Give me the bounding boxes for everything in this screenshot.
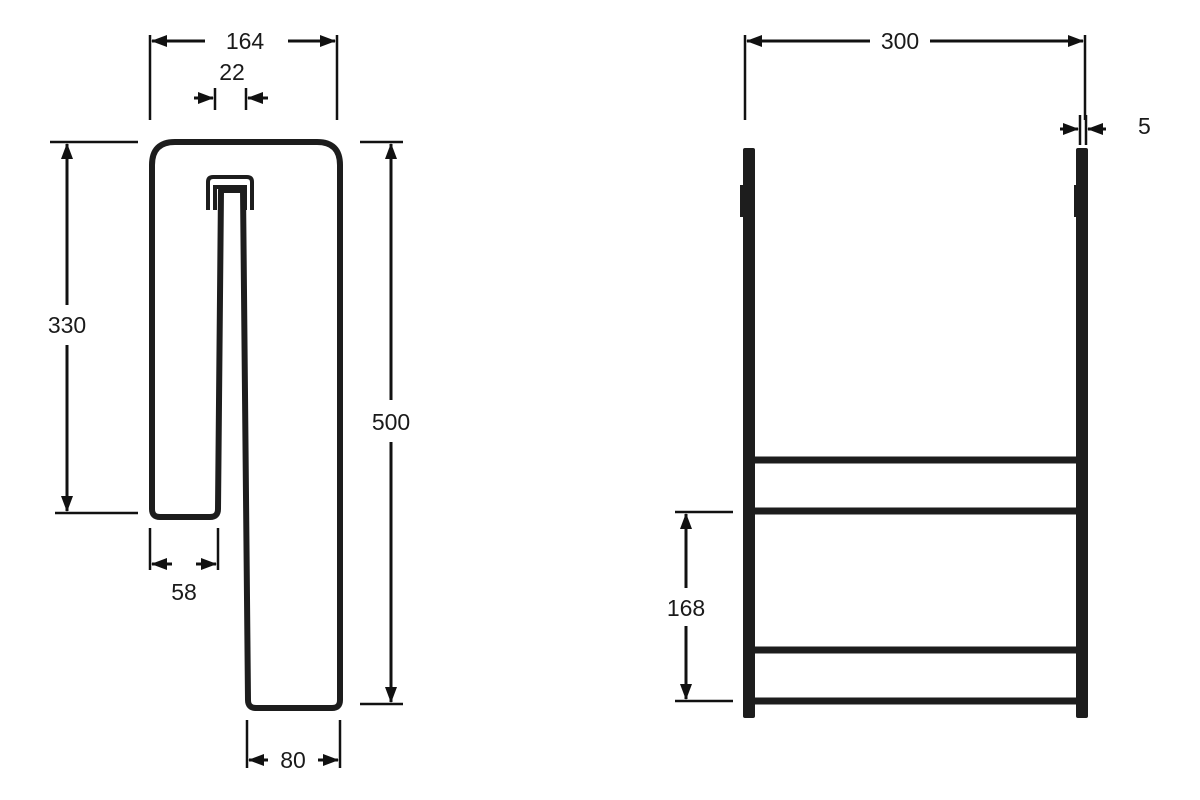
dimension-total-height: 500 <box>360 140 410 706</box>
dimension-gap-label: 22 <box>219 59 245 85</box>
dimension-rail-thickness-label: 5 <box>1138 113 1151 139</box>
dimension-short-leg-height: 330 <box>48 140 138 515</box>
dimension-foot-width: 80 <box>245 720 342 773</box>
left-rail <box>743 148 755 718</box>
dimension-inner-leg-width: 58 <box>148 528 220 605</box>
dimension-gap: 22 <box>194 59 268 110</box>
side-view: 164 22 330 500 <box>48 28 410 773</box>
dimension-front-width: 300 <box>743 28 1087 120</box>
right-rail-clamp <box>1074 185 1079 217</box>
dimension-front-width-label: 300 <box>881 28 919 54</box>
dimension-width-label: 164 <box>226 28 265 54</box>
dimension-step-spacing: 168 <box>667 510 733 703</box>
dimension-foot-width-label: 80 <box>280 747 306 773</box>
dimension-short-leg-height-label: 330 <box>48 312 86 338</box>
right-rail <box>1076 148 1088 718</box>
dimension-rail-thickness: 5 <box>1060 113 1151 145</box>
left-rail-clamp <box>740 185 745 217</box>
dimension-step-spacing-label: 168 <box>667 595 705 621</box>
dimension-width: 164 <box>148 28 339 120</box>
clamp-cap-inner <box>213 185 247 210</box>
front-view: 300 5 168 <box>667 28 1151 718</box>
dimension-inner-leg-width-label: 58 <box>171 579 197 605</box>
dimension-total-height-label: 500 <box>372 409 410 435</box>
clamp-cap <box>206 175 254 210</box>
side-profile-outline <box>149 139 343 711</box>
